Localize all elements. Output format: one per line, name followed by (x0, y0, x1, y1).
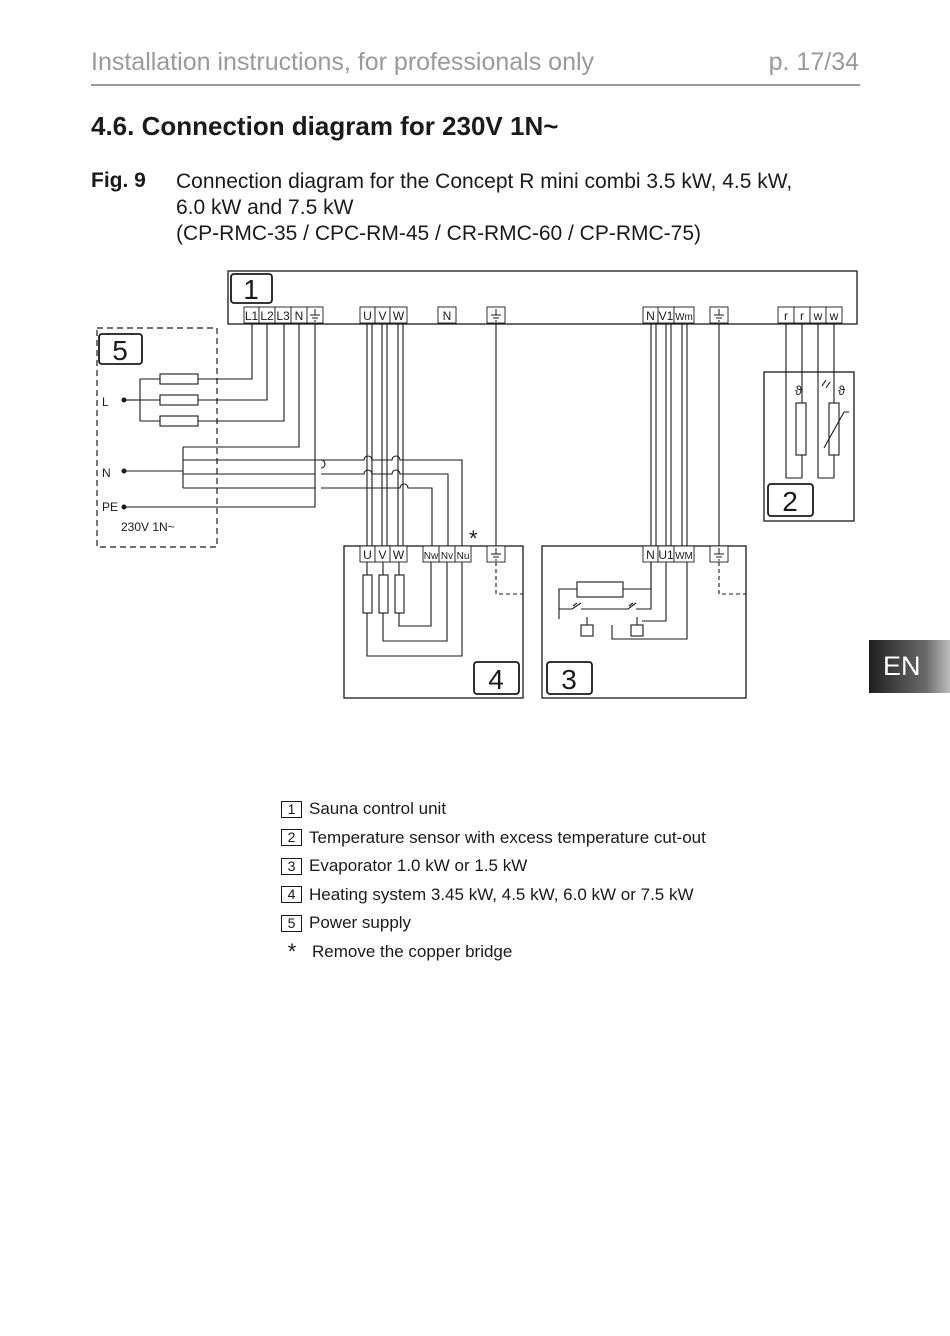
caption-line: Connection diagram for the Concept R min… (176, 170, 793, 193)
heating-element (378, 574, 389, 614)
legend-text: Heating system 3.45 kW, 4.5 kW, 6.0 kW o… (309, 884, 694, 904)
legend-text: Evaporator 1.0 kW or 1.5 kW (309, 856, 528, 876)
legend-item: 5 Power supply (281, 909, 706, 938)
box-number-frame (230, 273, 273, 304)
heating-element (394, 574, 405, 614)
legend-number: 3 (281, 857, 302, 875)
terminal-label: L2 (260, 309, 274, 323)
connection-diagram: 1 L1 L2 L3 N U V W N N V1 Wm r r w w 5 (96, 270, 858, 699)
box-number-frame (546, 661, 593, 695)
section-title: 4.6. Connection diagram for 230V 1N~ (91, 111, 559, 141)
terminal-label: N (443, 309, 452, 323)
legend-item: 3 Evaporator 1.0 kW or 1.5 kW (281, 852, 706, 881)
evaporator-element (576, 581, 624, 598)
thermostat-icon (580, 624, 594, 637)
figure-number: Fig. 9 (91, 169, 146, 192)
fuse (159, 415, 199, 427)
box-number-5: 5 (112, 335, 128, 366)
ground-icon (491, 548, 501, 561)
header-divider (91, 84, 860, 86)
legend-text: Power supply (309, 913, 412, 933)
terminal-label: V1 (659, 309, 674, 323)
fuse (159, 373, 199, 385)
header-title: Installation instructions, for professio… (91, 48, 595, 76)
terminal-label: U1 (658, 548, 674, 562)
sensor-symbol: ϑ (838, 383, 846, 398)
terminal-label: N (646, 548, 655, 562)
terminal-label: L3 (276, 309, 290, 323)
terminal-label: U (363, 309, 372, 323)
legend-item: 4 Heating system 3.45 kW, 4.5 kW, 6.0 kW… (281, 881, 706, 910)
terminal-label: r (800, 309, 804, 323)
legend-text: Temperature sensor with excess temperatu… (309, 827, 706, 847)
terminal-label: L1 (245, 309, 259, 323)
box-number-2: 2 (782, 486, 798, 517)
terminal-label: Nv (441, 551, 453, 562)
legend-note-text: Remove the copper bridge (312, 941, 513, 961)
legend-number: 5 (281, 914, 302, 932)
box-number-frame (98, 333, 143, 365)
terminal-label: Wm (675, 312, 693, 323)
thermostat-icon (630, 624, 644, 637)
control-unit-box (227, 270, 858, 325)
box-number-1: 1 (243, 274, 259, 305)
legend-note: * Remove the copper bridge (281, 938, 706, 967)
sensor-symbol: ϑ (795, 383, 803, 398)
supply-label-pe: PE (102, 500, 118, 514)
terminal-label: w (829, 309, 839, 323)
legend-number: 2 (281, 829, 302, 847)
terminal-label: w (813, 309, 823, 323)
supply-voltage: 230V 1N~ (121, 520, 175, 534)
legend-item: 1 Sauna control unit (281, 795, 706, 824)
language-tab: EN (869, 640, 950, 693)
legend-text: Sauna control unit (309, 799, 447, 819)
terminal-label: U (363, 548, 372, 562)
figure-caption: Connection diagram for the Concept R min… (176, 169, 856, 247)
legend-item: 2 Temperature sensor with excess tempera… (281, 824, 706, 853)
terminal-label: N (295, 309, 304, 323)
supply-label-n: N (102, 466, 111, 480)
ground-icon (714, 548, 724, 561)
box-number-3: 3 (561, 664, 577, 695)
legend-number: 4 (281, 886, 302, 904)
terminal-label: V (378, 548, 386, 562)
terminal-label: N (646, 309, 655, 323)
box-number-frame (473, 661, 520, 695)
ground-icon (310, 309, 724, 322)
fuse (159, 394, 199, 406)
temperature-sensor-box (763, 371, 855, 522)
bridge-mark: * (469, 526, 478, 551)
terminal-label: W (393, 548, 405, 562)
terminal-label: V (378, 309, 386, 323)
terminal-label: WM (675, 551, 693, 562)
terminal-label: Nw (424, 551, 439, 562)
heating-element (362, 574, 373, 614)
power-supply-box (96, 327, 218, 548)
legend-number: 1 (281, 800, 302, 818)
supply-label-l: L (102, 395, 109, 409)
terminal-label: W (393, 309, 405, 323)
legend-note-mark: * (287, 938, 297, 964)
page-number: p. 17/34 (768, 48, 859, 76)
legend: 1 Sauna control unit 2 Temperature senso… (281, 795, 706, 966)
terminal-label: r (784, 309, 788, 323)
terminal-label: Nu (457, 551, 470, 562)
box-number-4: 4 (488, 664, 504, 695)
caption-line: (CP-RMC-35 / CPC-RM-45 / CR-RMC-60 / CP-… (176, 222, 702, 245)
box-number-frame (767, 483, 814, 517)
caption-line: 6.0 kW and 7.5 kW (176, 196, 354, 219)
sensor-element (795, 402, 807, 456)
